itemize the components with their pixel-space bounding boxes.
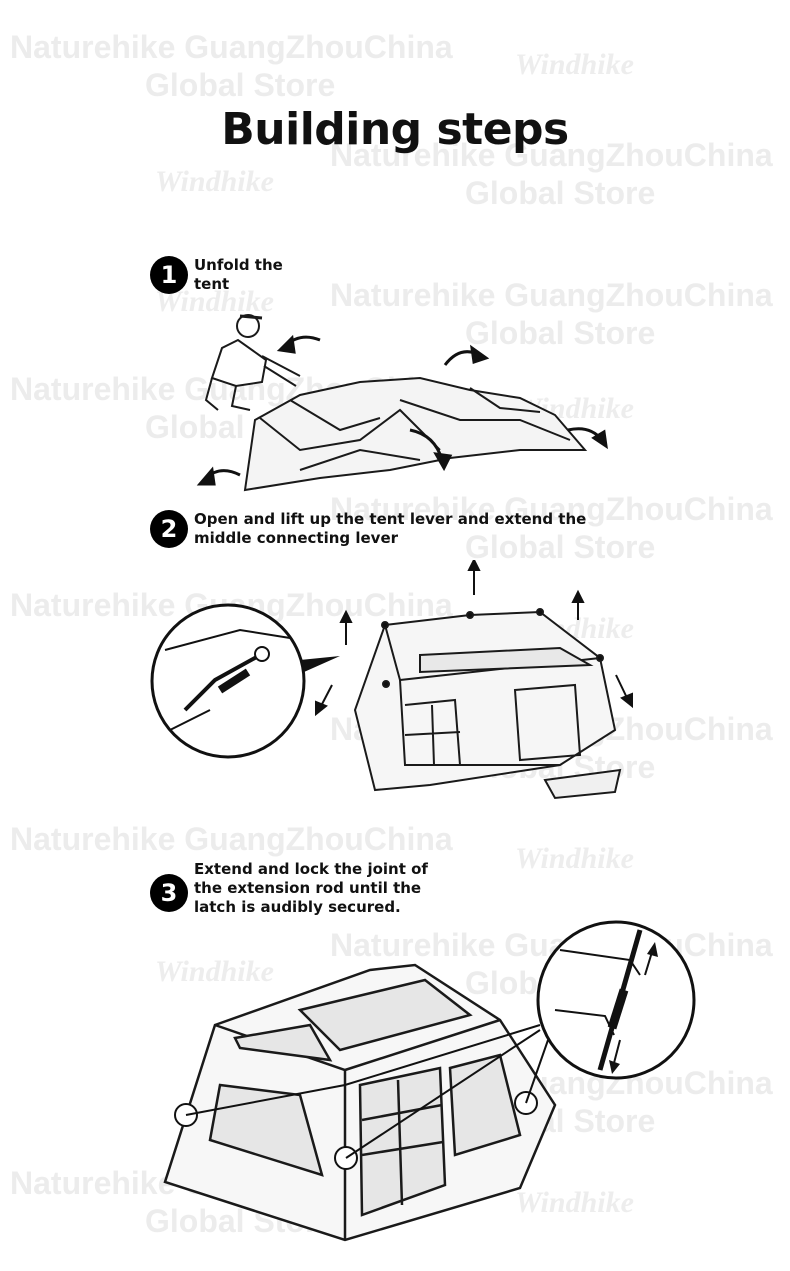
page-title: Building steps [221, 104, 569, 155]
step-1-line-1: Unfold the [194, 256, 283, 274]
step-1-number-badge: 1 [150, 256, 188, 294]
assembled-tent [163, 963, 557, 1242]
step-3-line-1: Extend and lock the joint of [194, 860, 428, 878]
step-3-number-badge: 3 [150, 874, 188, 912]
unfolded-tent-fabric [243, 376, 588, 492]
watermark-store-name: Naturehike GuangZhouChina [330, 491, 773, 527]
joint-marker-circles [174, 1024, 549, 1170]
watermark-store-name: Naturehike GuangZhouChina [330, 277, 773, 313]
watermark-store-subtitle: Global Store [465, 315, 656, 351]
step-2-line-1: Open and lift up the tent lever and exte… [194, 510, 587, 528]
arrow-up-icon [644, 951, 653, 976]
person-figure [204, 314, 301, 411]
step-3-illustration [163, 920, 696, 1242]
step-3-instruction: Extend and lock the joint of the extensi… [194, 860, 428, 917]
watermark-store-name: Naturehike GuangZhouChina [10, 29, 453, 65]
lift-direction-arrows [315, 560, 633, 717]
step-2-line-2: middle connecting lever [194, 529, 399, 547]
watermark-logo: Windhike [155, 955, 274, 988]
watermark-logo: Windhike [515, 48, 634, 81]
watermark-logo: Windhike [515, 842, 634, 875]
step-3-line-3: latch is audibly secured. [194, 898, 401, 916]
step-1-illustration [196, 314, 608, 492]
step-2-number-badge: 2 [150, 510, 188, 548]
step-2-illustration [150, 560, 633, 800]
watermark-store-subtitle: Global Store [145, 67, 336, 103]
detail-callout-circle [536, 920, 696, 1080]
watermark-logo: Windhike [155, 165, 274, 198]
watermark-store-subtitle: Global Store [465, 529, 656, 565]
step-1-line-2: tent [194, 275, 230, 293]
watermark-store-name: Naturehike GuangZhouChina [10, 821, 453, 857]
step-3-line-2: the extension rod until the [194, 879, 422, 897]
unfold-direction-arrows [196, 334, 608, 486]
watermark-store-name: Naturehike GuangZhouChina [330, 137, 773, 173]
arrow-down-icon [613, 1039, 621, 1064]
step-2-instruction: Open and lift up the tent lever and exte… [194, 510, 586, 548]
tent-frame [353, 608, 622, 800]
step-1-instruction: Unfold the tent [194, 256, 283, 294]
watermark-logo: Windhike [515, 1186, 634, 1219]
watermark-store-subtitle: Global Store [465, 175, 656, 211]
detail-callout-circle [150, 603, 340, 759]
